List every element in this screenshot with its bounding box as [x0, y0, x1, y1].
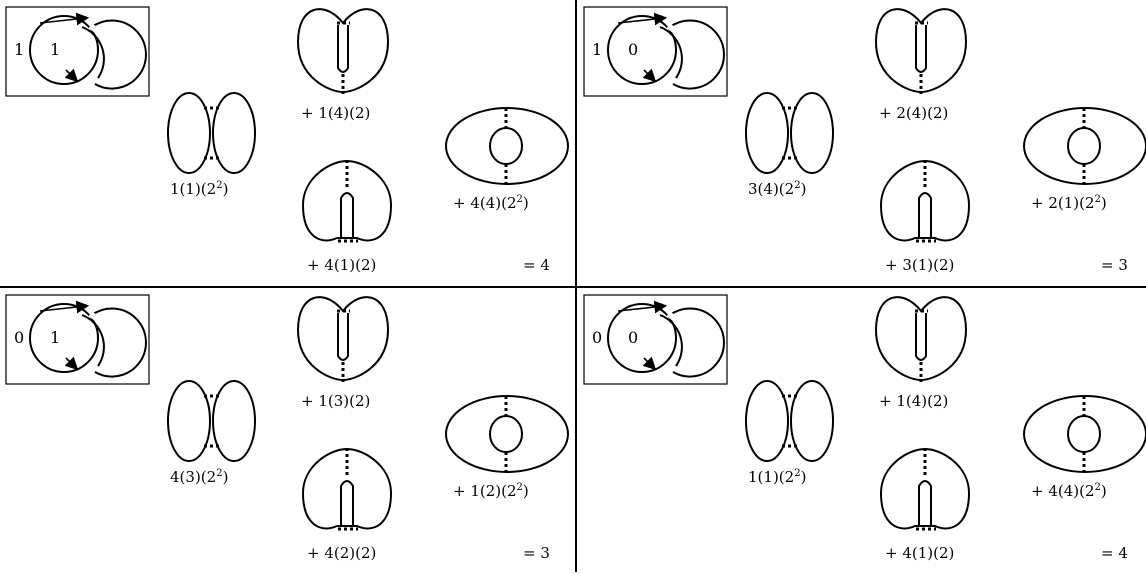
state-heart-top: [874, 296, 968, 382]
quadrant-drawing: [583, 6, 1146, 243]
link-label-inner: 1: [50, 40, 61, 59]
link-component-right: [669, 19, 725, 90]
link-component-left: [607, 303, 677, 373]
state-sum-term: 1(1)(22): [170, 180, 229, 198]
state-sum-term: + 1(3)(2): [301, 392, 371, 410]
state-heart-bottom: [879, 447, 971, 531]
state-sum-term: + 2(4)(2): [879, 104, 949, 122]
link-diagram-frame: [583, 6, 728, 97]
link-diagram-frame: [5, 294, 150, 385]
state-two-ovals: [745, 92, 834, 174]
hopf-link-diagram: [607, 300, 725, 378]
link-label-outer: 0: [592, 328, 603, 347]
link-crossing-arc: [666, 23, 690, 85]
link-diagram-frame: [5, 6, 150, 97]
link-component-left: [607, 15, 677, 85]
hopf-link-diagram: [29, 12, 147, 90]
state-sum-term: + 4(1)(2): [885, 544, 955, 562]
sum-total: = 3: [523, 544, 550, 562]
link-label-outer: 0: [14, 328, 25, 347]
link-label-outer: 1: [592, 40, 603, 59]
sum-total: = 4: [523, 256, 550, 274]
state-ellipse-ring: [1023, 107, 1146, 185]
quadrant-drawing: [583, 294, 1146, 531]
state-ellipse-ring: [445, 395, 569, 473]
state-sum-term: + 4(4)(22): [453, 194, 529, 212]
state-heart-bottom: [301, 447, 393, 531]
link-component-left: [29, 303, 99, 373]
quadrant-drawing: [5, 6, 569, 243]
quadrant-drawing: [5, 294, 569, 531]
state-sum-term: + 1(2)(22): [453, 482, 529, 500]
state-heart-top: [296, 8, 390, 94]
hopf-link-diagram: [607, 12, 725, 90]
link-diagram-frame: [583, 294, 728, 385]
state-two-ovals: [167, 380, 256, 462]
state-sum-term: 1(1)(22): [748, 468, 807, 486]
link-crossing-arc: [88, 23, 112, 85]
state-two-ovals: [167, 92, 256, 174]
link-label-inner: 0: [628, 40, 639, 59]
state-two-ovals: [745, 380, 834, 462]
link-component-right: [91, 307, 147, 378]
state-heart-bottom: [301, 159, 393, 243]
state-sum-term: + 4(1)(2): [307, 256, 377, 274]
link-component-right: [91, 19, 147, 90]
sum-total: = 4: [1101, 544, 1128, 562]
state-sum-term: + 1(4)(2): [879, 392, 949, 410]
link-label-inner: 1: [50, 328, 61, 347]
link-component-left: [29, 15, 99, 85]
state-heart-top: [296, 296, 390, 382]
link-crossing-arc: [666, 311, 690, 373]
quadrant-top-left: 1 1 1(1)(22) + 1(4)(2) + 4(1)(2) + 4(4)(…: [0, 0, 573, 286]
state-sum-term: + 2(1)(22): [1031, 194, 1107, 212]
hopf-link-diagram: [29, 300, 147, 378]
state-sum-term: 4(3)(22): [170, 468, 229, 486]
state-sum-term: 3(4)(22): [748, 180, 807, 198]
sum-total: = 3: [1101, 256, 1128, 274]
link-label-inner: 0: [628, 328, 639, 347]
link-crossing-arc: [88, 311, 112, 373]
quadrant-bottom-left: 0 1 4(3)(22) + 1(3)(2) + 4(2)(2) + 1(2)(…: [0, 288, 573, 574]
link-label-outer: 1: [14, 40, 25, 59]
state-ellipse-ring: [1023, 395, 1146, 473]
state-sum-term: + 4(2)(2): [307, 544, 377, 562]
state-sum-term: + 4(4)(22): [1031, 482, 1107, 500]
state-sum-term: + 3(1)(2): [885, 256, 955, 274]
state-ellipse-ring: [445, 107, 569, 185]
horizontal-divider: [0, 286, 1146, 288]
state-sum-term: + 1(4)(2): [301, 104, 371, 122]
quadrant-bottom-right: 0 0 1(1)(22) + 1(4)(2) + 4(1)(2) + 4(4)(…: [578, 288, 1146, 574]
state-heart-top: [874, 8, 968, 94]
state-heart-bottom: [879, 159, 971, 243]
quadrant-top-right: 1 0 3(4)(22) + 2(4)(2) + 3(1)(2) + 2(1)(…: [578, 0, 1146, 286]
link-component-right: [669, 307, 725, 378]
